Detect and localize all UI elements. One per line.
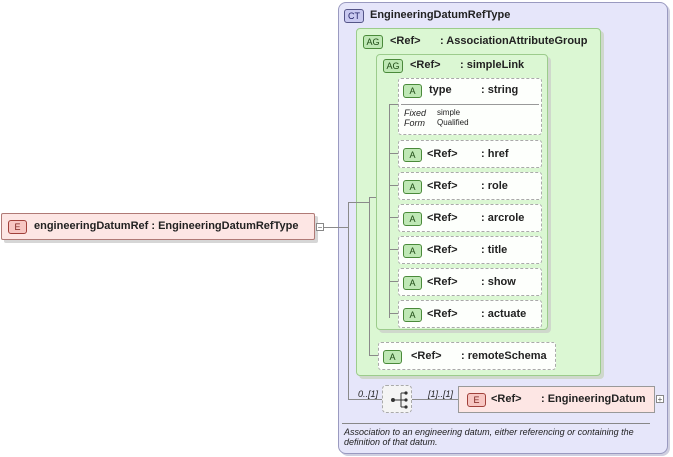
root-element-badge: E [8, 220, 27, 234]
simple-link-connector-vertical [389, 104, 390, 318]
simple-link-badge: AG [383, 59, 403, 73]
complex-type-name[interactable]: EngineeringDatumRefType [370, 9, 511, 21]
role-attribute-ref: <Ref> [427, 180, 458, 192]
choice-icon [391, 391, 408, 409]
root-element-box[interactable]: E engineeringDatumRef : EngineeringDatum… [1, 213, 315, 240]
connector-actuate [389, 313, 398, 314]
connector-role [389, 185, 398, 186]
association-connector-vertical [369, 197, 370, 355]
documentation-text: Association to an engineering datum, eit… [344, 427, 634, 447]
href-attribute-ref: <Ref> [427, 148, 458, 160]
show-attribute-box[interactable]: A <Ref> : show [398, 268, 542, 296]
role-attribute-box[interactable]: A <Ref> : role [398, 172, 542, 200]
model-connector-sequence [348, 399, 382, 400]
show-attribute-ref: <Ref> [427, 276, 458, 288]
min-occurs-label: 0..[1] [358, 389, 379, 399]
association-group-badge: AG [363, 35, 383, 49]
association-group-name[interactable]: : AssociationAttributeGroup [440, 35, 588, 47]
role-attribute-badge: A [403, 180, 422, 194]
type-attribute-type: : string [481, 84, 519, 96]
connector-type [389, 104, 398, 105]
title-attribute-box[interactable]: A <Ref> : title [398, 236, 542, 264]
actuate-attribute-badge: A [403, 308, 422, 322]
choice-compositor[interactable] [382, 385, 412, 413]
root-element-label: engineeringDatumRef : EngineeringDatumRe… [34, 220, 299, 232]
choice-occurs-label: [1]..[1] [428, 389, 454, 399]
role-attribute-name: : role [481, 180, 508, 192]
type-attribute-name: type [429, 84, 452, 96]
actuate-attribute-ref: <Ref> [427, 308, 458, 320]
remote-schema-attribute-badge: A [383, 350, 402, 364]
simple-link-name[interactable]: : simpleLink [460, 59, 525, 71]
remote-schema-attribute-ref: <Ref> [411, 350, 442, 362]
type-attribute-box[interactable]: A type : string Fixed simple Form Qualif… [398, 78, 542, 135]
root-collapse-toggle[interactable]: − [316, 223, 324, 232]
actuate-attribute-box[interactable]: A <Ref> : actuate [398, 300, 542, 328]
type-attribute-divider [401, 104, 539, 105]
title-attribute-badge: A [403, 244, 422, 258]
href-attribute-badge: A [403, 148, 422, 162]
actuate-attribute-name: : actuate [481, 308, 527, 320]
documentation-divider [342, 423, 650, 424]
connector-show [389, 281, 398, 282]
engineering-datum-name: : EngineeringDatum [541, 393, 646, 405]
form-label: Form [404, 118, 425, 128]
engineering-datum-badge: E [467, 393, 486, 407]
fixed-label: Fixed [404, 108, 427, 118]
engineering-datum-expand-toggle[interactable]: + [656, 395, 664, 404]
connector-arcrole [389, 217, 398, 218]
choice-connector [412, 399, 458, 400]
engineering-datum-ref: <Ref> [491, 393, 522, 405]
model-connector-vertical [348, 202, 349, 399]
show-attribute-name: : show [481, 276, 516, 288]
href-attribute-box[interactable]: A <Ref> : href [398, 140, 542, 168]
title-attribute-name: : title [481, 244, 508, 256]
connector-href [389, 153, 398, 154]
engineering-datum-element-box[interactable]: E <Ref> : EngineeringDatum [458, 386, 655, 413]
remote-schema-attribute-name: : remoteSchema [461, 350, 547, 362]
arcrole-attribute-name: : arcrole [481, 212, 525, 224]
title-attribute-ref: <Ref> [427, 244, 458, 256]
arcrole-attribute-ref: <Ref> [427, 212, 458, 224]
fixed-value: simple [437, 108, 461, 117]
connector-simple-link [369, 197, 376, 198]
remote-schema-attribute-box[interactable]: A <Ref> : remoteSchema [378, 342, 556, 370]
href-attribute-name: : href [481, 148, 509, 160]
model-connector-attributes [348, 202, 370, 203]
association-group-ref[interactable]: <Ref> [390, 35, 421, 47]
arcrole-attribute-badge: A [403, 212, 422, 226]
form-value: Qualified [437, 118, 469, 127]
type-attribute-badge: A [403, 84, 422, 98]
root-connector [324, 227, 348, 228]
simple-link-ref[interactable]: <Ref> [410, 59, 441, 71]
show-attribute-badge: A [403, 276, 422, 290]
arcrole-attribute-box[interactable]: A <Ref> : arcrole [398, 204, 542, 232]
connector-title [389, 249, 398, 250]
complex-type-badge: CT [344, 9, 364, 23]
connector-remote-schema [369, 355, 378, 356]
